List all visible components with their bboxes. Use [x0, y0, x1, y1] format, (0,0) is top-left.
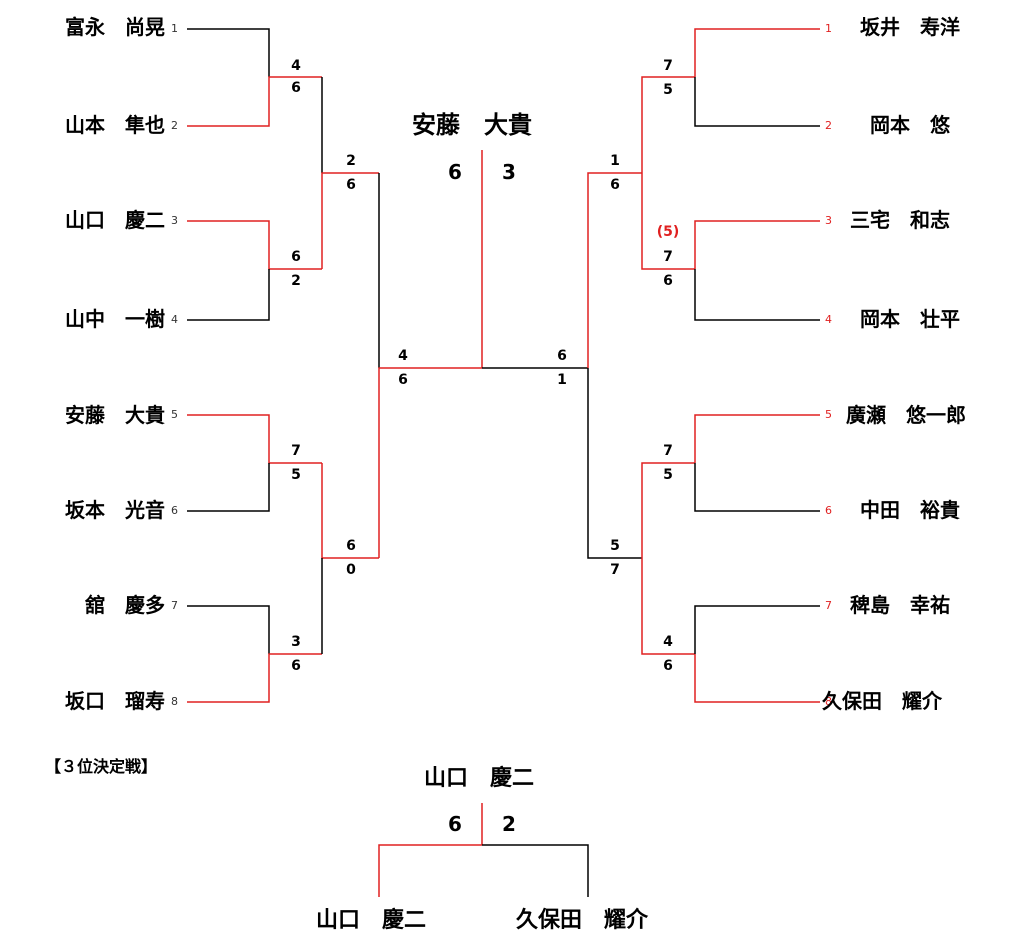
score: 6 — [291, 249, 301, 265]
score: 6 — [663, 273, 673, 289]
score: 6 — [346, 177, 356, 193]
score: 4 — [663, 634, 673, 650]
score: 7 — [663, 249, 673, 265]
left-player-name: 安藤 大貴 — [65, 403, 165, 427]
left-seed: 7 — [171, 599, 178, 612]
third-place-player-right: 久保田 耀介 — [516, 908, 649, 933]
third-place-winner: 山口 慶二 — [424, 766, 535, 791]
score: 5 — [663, 82, 673, 98]
left-seed: 4 — [171, 313, 178, 326]
score: 6 — [557, 348, 567, 364]
right-player-name: 中田 裕貴 — [860, 498, 960, 522]
line-left-p5 — [187, 414, 322, 464]
score: 6 — [610, 177, 620, 193]
score: 6 — [663, 658, 673, 674]
right-player-name: 岡本 悠 — [870, 113, 950, 137]
tiebreak-score: (5) — [656, 224, 680, 240]
line-left-p1 — [187, 28, 270, 77]
score: 2 — [291, 273, 301, 289]
right-player-name: 廣瀬 悠一郎 — [846, 403, 966, 427]
score: 2 — [346, 153, 356, 169]
score: 6 — [291, 658, 301, 674]
left-seed: 8 — [171, 695, 178, 708]
score: 0 — [346, 562, 356, 578]
right-seed: 3 — [825, 214, 832, 227]
right-player-name: 稗島 幸祐 — [850, 593, 950, 617]
left-player-name: 坂口 瑠寿 — [65, 689, 165, 713]
left-seed: 3 — [171, 214, 178, 227]
right-seed: 2 — [825, 119, 832, 132]
right-seed: 6 — [825, 504, 832, 517]
champion-name: 安藤 大貴 — [412, 111, 532, 139]
left-player-name: 舘 慶多 — [85, 593, 165, 617]
line-left-p2 — [187, 76, 322, 127]
right-seed: 5 — [825, 408, 832, 421]
left-seed: 2 — [171, 119, 178, 132]
right-seed: 7 — [825, 599, 832, 612]
third-place-score-left: 6 — [448, 812, 462, 836]
score: 1 — [610, 153, 620, 169]
score: 6 — [291, 80, 301, 96]
left-player-name: 坂本 光音 — [65, 498, 165, 522]
right-player-name: 坂井 寿洋 — [860, 15, 960, 39]
score: 3 — [291, 634, 301, 650]
line-left-p6 — [187, 463, 270, 512]
line-left-p8 — [187, 653, 322, 703]
right-seed: 8 — [825, 695, 832, 708]
score: 7 — [663, 443, 673, 459]
left-player-name: 山中 一樹 — [65, 307, 165, 331]
score: 5 — [610, 538, 620, 554]
left-player-name: 富永 尚晃 — [65, 15, 165, 39]
right-player-name: 久保田 耀介 — [822, 689, 942, 713]
score: 4 — [398, 348, 408, 364]
third-place-title: 【３位決定戦】 — [45, 757, 158, 776]
left-seed: 1 — [171, 22, 178, 35]
score: 5 — [291, 467, 301, 483]
score: 6 — [346, 538, 356, 554]
line-left-p7 — [187, 605, 270, 654]
score: 5 — [663, 467, 673, 483]
third-place-score-right: 2 — [502, 812, 516, 836]
score: 7 — [291, 443, 301, 459]
left-seed: 5 — [171, 408, 178, 421]
score: 7 — [663, 58, 673, 74]
right-player-name: 三宅 和志 — [850, 208, 950, 232]
line-left-p3 — [187, 220, 322, 270]
final-score-right: 3 — [502, 160, 516, 184]
left-seed: 6 — [171, 504, 178, 517]
score: 7 — [610, 562, 620, 578]
right-seed: 1 — [825, 22, 832, 35]
left-player-name: 山本 隼也 — [65, 113, 165, 137]
left-player-name: 山口 慶二 — [65, 208, 165, 232]
right-seed: 4 — [825, 313, 832, 326]
score: 4 — [291, 58, 301, 74]
right-player-name: 岡本 壮平 — [860, 307, 960, 331]
line-left-p4 — [187, 269, 270, 321]
third-place-player-left: 山口 慶二 — [316, 908, 427, 933]
score: 6 — [398, 372, 408, 388]
final-score-left: 6 — [448, 160, 462, 184]
score: 1 — [557, 372, 567, 388]
